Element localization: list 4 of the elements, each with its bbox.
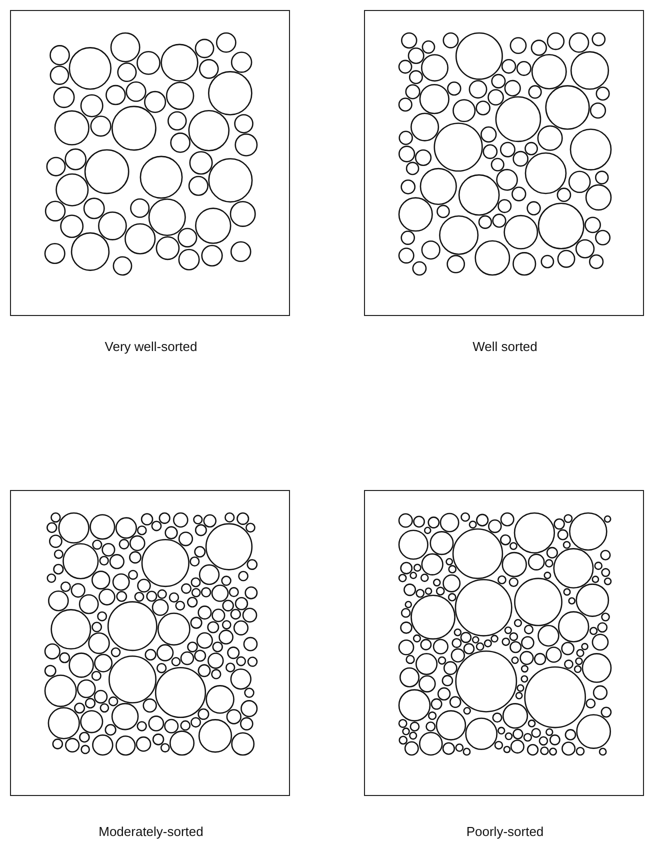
panel-label: Very well-sorted [104, 339, 198, 354]
panel-label: Poorly-sorted [466, 824, 544, 839]
panel-label: Well sorted [472, 339, 538, 354]
panel-label: Moderately-sorted [98, 824, 204, 839]
